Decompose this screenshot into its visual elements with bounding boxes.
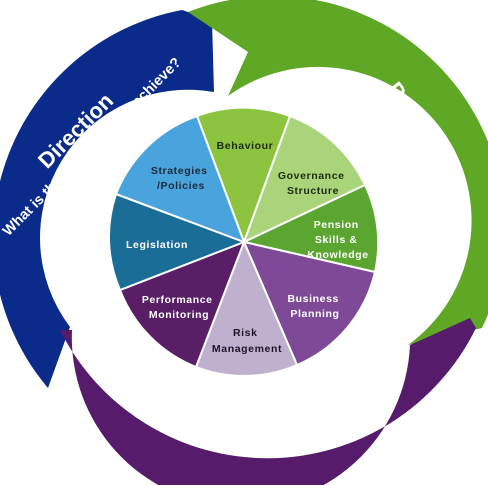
business-line1: Business	[287, 293, 339, 305]
delivery-question-line1: How does the Fund meet its	[168, 417, 361, 433]
business-label: Business Planning	[287, 293, 342, 320]
segment-risk	[194, 239, 299, 377]
delivery-question: How does the Fund meet its aims?	[168, 417, 365, 452]
governance-line1: Governance	[278, 170, 345, 182]
performance-line1: Performance	[142, 294, 213, 306]
segment-pension	[240, 183, 380, 274]
business-line2: Planning	[290, 308, 339, 320]
delivery-title: Delivery	[217, 388, 303, 413]
segment-strategies	[114, 114, 246, 244]
segment-behaviour	[195, 106, 292, 245]
delivery-question-line2: aims?	[245, 436, 287, 452]
performance-line2: Monitoring	[149, 309, 209, 321]
segment-legislation	[107, 192, 247, 292]
strategies-line2: /Policies	[157, 180, 205, 192]
pension-label: Pension Skills & Knowledge	[307, 219, 368, 261]
strategies-label: Strategies /Policies	[151, 165, 211, 192]
performance-label: Performance Monitoring	[142, 294, 216, 321]
risk-line1: Risk	[233, 327, 258, 339]
risk-label: Risk Management	[212, 327, 282, 355]
legislation-label: Legislation	[126, 239, 188, 251]
governance-label: Governance Structure	[278, 170, 348, 197]
segment-performance	[118, 240, 246, 369]
pension-line1: Pension	[314, 219, 359, 231]
risk-line2: Management	[212, 343, 282, 355]
segment-governance	[242, 114, 367, 244]
behaviour-label: Behaviour	[217, 140, 274, 152]
pension-line3: Knowledge	[307, 249, 368, 261]
segment-business	[242, 240, 377, 367]
direction-arc	[0, 10, 214, 388]
pension-line2: Skills &	[315, 234, 358, 246]
strategies-line1: Strategies	[151, 165, 208, 177]
decisions-arc	[188, 0, 488, 345]
governance-line2: Structure	[287, 185, 339, 197]
delivery-arc	[60, 318, 476, 485]
